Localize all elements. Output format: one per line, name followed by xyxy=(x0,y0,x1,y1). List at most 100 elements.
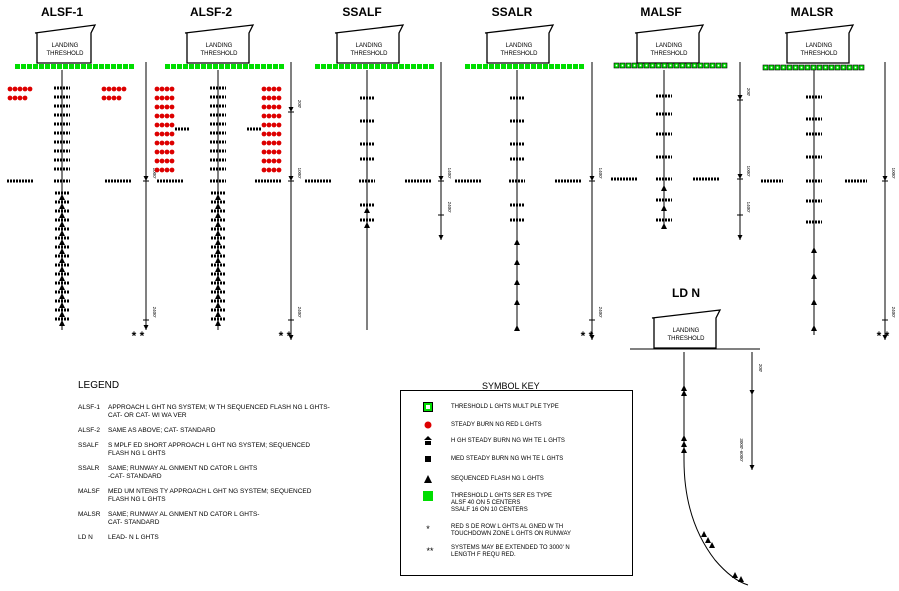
distance-label: 200' xyxy=(758,364,763,373)
red-light xyxy=(154,140,160,146)
threshold-multiple-icon xyxy=(423,402,433,412)
red-light xyxy=(164,167,170,173)
legend-abbr: LD N xyxy=(78,534,93,541)
threshold-label: THRESHOLD xyxy=(46,51,84,57)
system-title-malsf: MALSF xyxy=(640,5,681,19)
threshold-light xyxy=(543,64,548,69)
legend-desc: S MPLF ED SHORT APPROACH L GHT NG SYSTEM… xyxy=(108,442,311,457)
threshold-light xyxy=(279,64,284,69)
red-light xyxy=(159,95,165,101)
red-light xyxy=(169,167,175,173)
threshold-light xyxy=(231,64,236,69)
threshold-light xyxy=(549,64,554,69)
threshold-light xyxy=(339,64,344,69)
threshold-light-center xyxy=(669,64,672,67)
threshold-light xyxy=(561,64,566,69)
threshold-light xyxy=(243,64,248,69)
legend-abbr: MALSF xyxy=(78,488,100,495)
threshold-light xyxy=(129,64,134,69)
red-light xyxy=(154,104,160,110)
threshold-light xyxy=(537,64,542,69)
red-light xyxy=(106,95,112,101)
flashing-light-marker xyxy=(738,576,744,582)
flashing-light-marker xyxy=(215,239,221,245)
key-text: SEQUENCED FLASH NG L GHTS xyxy=(451,476,544,482)
distance-arrow xyxy=(438,176,444,181)
threshold-light xyxy=(375,64,380,69)
red-light xyxy=(169,140,175,146)
threshold-light xyxy=(93,64,98,69)
threshold-light xyxy=(87,64,92,69)
flashing-light-marker xyxy=(59,266,65,272)
distance-arrow xyxy=(143,325,149,330)
flashing-light-marker xyxy=(59,320,65,326)
threshold-light xyxy=(267,64,272,69)
threshold-light-center xyxy=(687,64,690,67)
threshold-light-center xyxy=(705,64,708,67)
threshold-light xyxy=(471,64,476,69)
distance-label: 2400' xyxy=(447,202,452,213)
flashing-light-marker xyxy=(661,205,667,211)
flashing-light-marker xyxy=(681,385,687,391)
threshold-label: LANDING xyxy=(506,43,533,49)
threshold-light xyxy=(513,64,518,69)
red-light xyxy=(271,131,277,137)
distance-arrow xyxy=(438,235,444,240)
red-light xyxy=(159,122,165,128)
threshold-light xyxy=(195,64,200,69)
distance-label: 200' xyxy=(746,88,751,97)
threshold-light-center xyxy=(627,64,630,67)
red-light xyxy=(169,86,175,92)
distance-label: 2400' xyxy=(598,307,603,318)
flashing-light-marker xyxy=(59,302,65,308)
red-light xyxy=(159,167,165,173)
threshold-light xyxy=(207,64,212,69)
key-text: MED STEADY BURN NG WH TE L GHTS xyxy=(451,456,564,462)
threshold-building xyxy=(34,24,97,64)
red-light xyxy=(276,158,282,164)
red-light xyxy=(266,149,272,155)
red-light xyxy=(164,140,170,146)
red-light xyxy=(271,95,277,101)
extension-asterisk: * * xyxy=(581,329,594,343)
red-light xyxy=(276,167,282,173)
red-light xyxy=(276,113,282,119)
flashing-light-marker xyxy=(514,259,520,265)
legend-desc: SAME; RUNWAY AL GNMENT ND CATOR L GHTS -… xyxy=(108,465,258,480)
threshold-light xyxy=(51,64,56,69)
threshold-light xyxy=(123,64,128,69)
red-light xyxy=(164,149,170,155)
distance-arrow xyxy=(737,95,743,100)
system-title-ssalr: SSALR xyxy=(492,5,533,19)
flashing-light-marker xyxy=(215,320,221,326)
high-white-icon xyxy=(423,436,433,446)
threshold-light xyxy=(99,64,104,69)
threshold-light-center xyxy=(854,66,857,69)
threshold-light xyxy=(273,64,278,69)
red-light xyxy=(266,167,272,173)
threshold-light xyxy=(171,64,176,69)
threshold-light xyxy=(405,64,410,69)
red-light xyxy=(276,149,282,155)
threshold-light xyxy=(255,64,260,69)
red-light xyxy=(169,104,175,110)
legend-desc: SAME AS ABOVE; CAT- STANDARD xyxy=(108,427,216,434)
red-light xyxy=(169,122,175,128)
threshold-light xyxy=(69,64,74,69)
red-light xyxy=(271,113,277,119)
ldin-curve xyxy=(683,459,749,586)
threshold-light-center xyxy=(615,64,618,67)
legend-desc: SAME; RUNWAY AL GNMENT ND CATOR L GHTS- … xyxy=(108,511,260,526)
threshold-label: LANDING xyxy=(52,43,79,49)
red-light xyxy=(261,149,267,155)
red-dot-icon xyxy=(423,420,433,430)
threshold-light xyxy=(483,64,488,69)
threshold-light-center xyxy=(836,66,839,69)
flashing-light-marker xyxy=(215,275,221,281)
key-text: THRESHOLD L GHTS MULT PLE TYPE xyxy=(451,404,559,410)
symbol-key-box: THRESHOLD L GHTS MULT PLE TYPE STEADY BU… xyxy=(400,390,633,576)
red-light xyxy=(261,86,267,92)
distance-arrow xyxy=(288,176,294,181)
